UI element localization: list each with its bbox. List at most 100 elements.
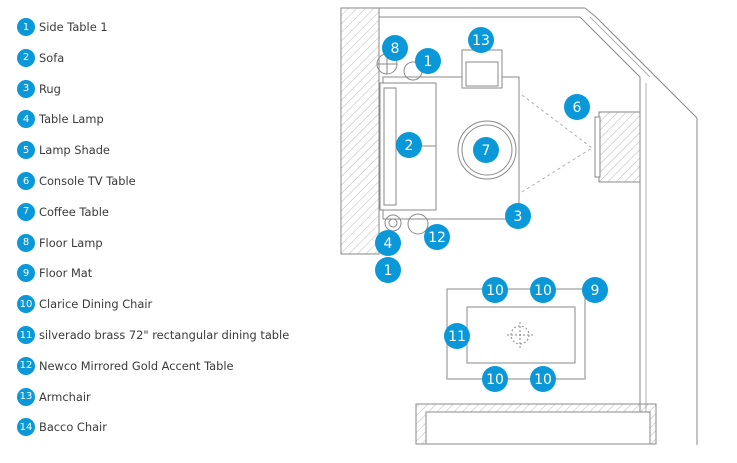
plan-marker-number: 1 bbox=[384, 263, 393, 279]
south-wall-opening bbox=[425, 411, 651, 445]
plan-marker: 2 bbox=[396, 132, 422, 158]
coffee-table-inner bbox=[461, 124, 513, 176]
plan-marker-number: 1 bbox=[424, 54, 433, 70]
legend-label: Floor Mat bbox=[39, 266, 93, 281]
number-badge: 2 bbox=[17, 48, 35, 67]
accent-table-outline bbox=[407, 213, 429, 235]
plan-marker-circle bbox=[396, 132, 422, 158]
plan-marker-number: 10 bbox=[486, 283, 504, 299]
armchair-outline bbox=[461, 49, 503, 89]
plan-marker: 11 bbox=[444, 323, 470, 349]
angled-window-wall-inner bbox=[579, 16, 641, 78]
plan-marker: 9 bbox=[582, 277, 608, 303]
plan-marker-circle bbox=[424, 224, 450, 250]
plan-marker: 10 bbox=[482, 277, 508, 303]
table-lamp-inner bbox=[388, 218, 398, 228]
legend-label: Lamp Shade bbox=[39, 143, 110, 158]
plan-marker-circle bbox=[482, 366, 508, 392]
plan-marker-number: 12 bbox=[428, 230, 446, 246]
legend-item: 9 Floor Mat bbox=[17, 262, 92, 284]
plan-marker-number: 10 bbox=[534, 283, 552, 299]
legend-label: Newco Mirrored Gold Accent Table bbox=[39, 358, 234, 373]
armchair-seat bbox=[465, 61, 499, 87]
number-badge: 6 bbox=[17, 172, 35, 190]
legend-label: Side Table 1 bbox=[39, 20, 108, 34]
legend-item: 10 Clarice Dining Chair bbox=[17, 293, 152, 315]
plan-marker-circle bbox=[482, 277, 508, 303]
plan-marker-number: 8 bbox=[391, 41, 400, 57]
legend-label: Sofa bbox=[39, 50, 65, 65]
plan-marker-circle bbox=[505, 203, 531, 229]
angled-window-wall-outer bbox=[595, 16, 698, 119]
legend-item: 5 Lamp Shade bbox=[17, 139, 110, 161]
legend-label: Clarice Dining Chair bbox=[39, 297, 153, 312]
legend-label: Rug bbox=[39, 81, 61, 96]
number-badge: 1 bbox=[17, 18, 35, 36]
number-badge: 14 bbox=[17, 418, 35, 437]
plan-marker-number: 3 bbox=[514, 209, 523, 225]
plan-marker-circle bbox=[530, 277, 556, 303]
tv-sight-lines bbox=[521, 94, 593, 193]
number-badge: 10 bbox=[17, 295, 35, 314]
plan-marker-circle bbox=[444, 323, 470, 349]
legend-label: Coffee Table bbox=[39, 204, 109, 219]
plan-marker: 12 bbox=[424, 224, 450, 250]
plan-marker-number: 2 bbox=[405, 138, 414, 154]
plan-marker-number: 13 bbox=[472, 33, 490, 49]
plan-marker: 10 bbox=[482, 366, 508, 392]
walls bbox=[340, 7, 698, 445]
plan-marker-circle bbox=[473, 137, 499, 163]
plan-markers: 8 1 13 6 2 7 3 4 12 1 10 10 9 11 10 10 bbox=[375, 27, 608, 392]
plan-marker-circle bbox=[415, 48, 441, 74]
legend-label: silverado brass 72" rectangular dining t… bbox=[39, 328, 290, 342]
legend-item: 12 Newco Mirrored Gold Accent Table bbox=[17, 355, 234, 377]
corner-wall bbox=[584, 7, 597, 18]
plan-marker: 10 bbox=[530, 366, 556, 392]
plan-marker-circle bbox=[375, 230, 401, 256]
plan-marker: 7 bbox=[473, 137, 499, 163]
legend-item: 11 silverado brass 72" rectangular dinin… bbox=[17, 324, 289, 346]
tv-console-outline bbox=[594, 116, 601, 178]
number-badge: 13 bbox=[17, 387, 35, 406]
legend-item: 1 Side Table 1 bbox=[17, 16, 108, 38]
table-lamp-outline bbox=[384, 214, 402, 232]
plan-marker: 6 bbox=[564, 94, 590, 120]
plan-marker-number: 4 bbox=[384, 236, 393, 252]
tv-wall-block bbox=[598, 111, 641, 183]
plan-marker-circle bbox=[530, 366, 556, 392]
number-badge: 3 bbox=[17, 79, 35, 98]
plan-marker-circle bbox=[375, 257, 401, 283]
number-badge: 7 bbox=[17, 202, 35, 221]
plan-marker-circle bbox=[468, 27, 494, 53]
plan-marker: 8 bbox=[382, 35, 408, 61]
plan-marker-number: 6 bbox=[573, 100, 582, 116]
number-badge: 9 bbox=[17, 264, 35, 283]
angled-window-pane bbox=[589, 16, 651, 78]
legend-label: Console TV Table bbox=[39, 174, 136, 188]
sight-line-lower bbox=[521, 147, 593, 193]
plan-marker-number: 10 bbox=[486, 372, 504, 388]
plan-marker-circle bbox=[564, 94, 590, 120]
legend-label: Bacco Chair bbox=[39, 420, 107, 435]
plan-marker-number: 10 bbox=[534, 372, 552, 388]
plan-marker: 3 bbox=[505, 203, 531, 229]
plan-marker: 13 bbox=[468, 27, 494, 53]
plan-marker-number: 7 bbox=[482, 143, 491, 159]
furniture bbox=[376, 49, 586, 380]
number-badge: 5 bbox=[17, 141, 35, 160]
plan-marker: 4 bbox=[375, 230, 401, 256]
legend-item: 13 Armchair bbox=[17, 386, 91, 408]
west-wall bbox=[340, 7, 380, 255]
legend-item: 2 Sofa bbox=[17, 47, 64, 69]
number-badge: 12 bbox=[17, 356, 35, 375]
sight-line-upper bbox=[521, 94, 593, 149]
number-badge: 11 bbox=[17, 326, 35, 344]
number-badge: 4 bbox=[17, 110, 35, 129]
legend-label: Table Lamp bbox=[39, 112, 104, 127]
legend-item: 8 Floor Lamp bbox=[17, 232, 103, 254]
legend-label: Floor Lamp bbox=[39, 235, 103, 250]
legend-item: 6 Console TV Table bbox=[17, 170, 136, 192]
legend-label: Armchair bbox=[39, 389, 91, 404]
plan-marker-number: 9 bbox=[591, 283, 600, 299]
plan-marker: 1 bbox=[415, 48, 441, 74]
